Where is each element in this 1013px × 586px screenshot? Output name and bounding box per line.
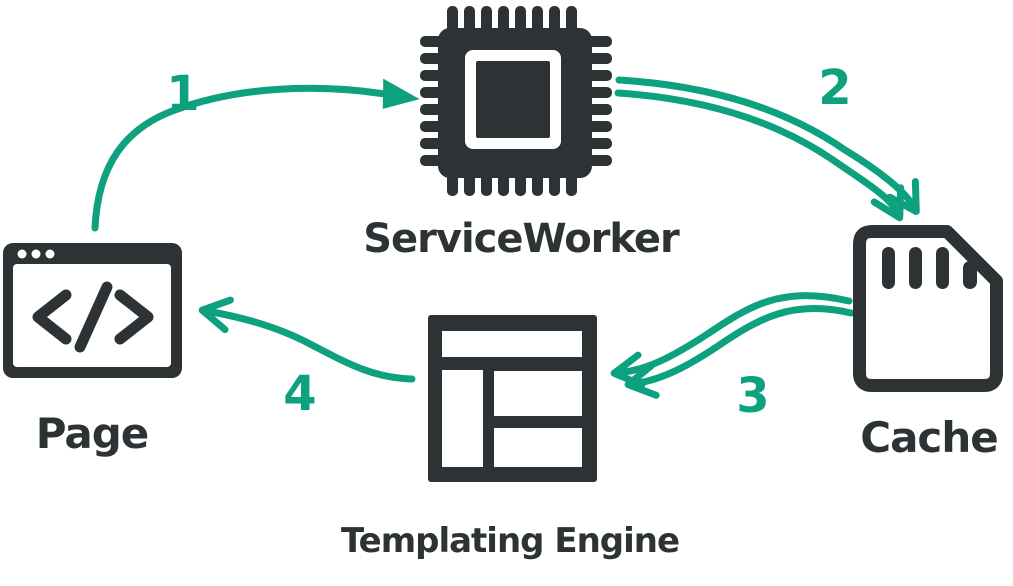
node-page: Page (3, 243, 182, 458)
node-page-label: Page (36, 409, 149, 458)
flow-step-2: 2 (818, 60, 851, 116)
layout-sidebar-region (442, 370, 483, 467)
cpu-chip-icon (420, 6, 612, 196)
flow-arrow-2-line-inner (614, 89, 905, 222)
layout-content-region-top (494, 371, 582, 416)
flow-arrow-4: 4 (198, 296, 416, 422)
flow-arrow-2: 2 (614, 60, 920, 222)
flow-step-1: 1 (166, 66, 199, 122)
layout-template-icon (428, 315, 597, 482)
flow-step-3: 3 (736, 368, 769, 424)
layout-header-region (442, 331, 582, 357)
flow-arrow-1-line (91, 78, 420, 232)
flow-arrow-1: 1 (91, 66, 420, 232)
node-serviceworker: ServiceWorker (363, 6, 681, 262)
sd-card-contacts (882, 247, 977, 289)
chip-core (476, 61, 550, 138)
browser-titlebar-dots (17, 249, 55, 259)
flow-arrow-3-line-inner (624, 304, 855, 399)
sd-card-body (853, 225, 1003, 392)
node-cache: Cache (853, 225, 1003, 462)
code-tag-glyph (32, 281, 154, 353)
node-serviceworker-label: ServiceWorker (363, 216, 680, 262)
node-cache-label: Cache (860, 413, 997, 462)
flow-arrow-3: 3 (610, 292, 855, 424)
node-templating-engine: Templating Engine (341, 315, 680, 561)
flow-arrow-4-line (198, 296, 416, 383)
flow-step-4: 4 (283, 366, 316, 422)
sd-card-icon (853, 225, 1003, 392)
node-templating-engine-label: Templating Engine (341, 521, 679, 561)
browser-code-icon (3, 243, 182, 378)
layout-content-region-bottom (494, 428, 582, 467)
chip-pins-top (447, 6, 577, 34)
